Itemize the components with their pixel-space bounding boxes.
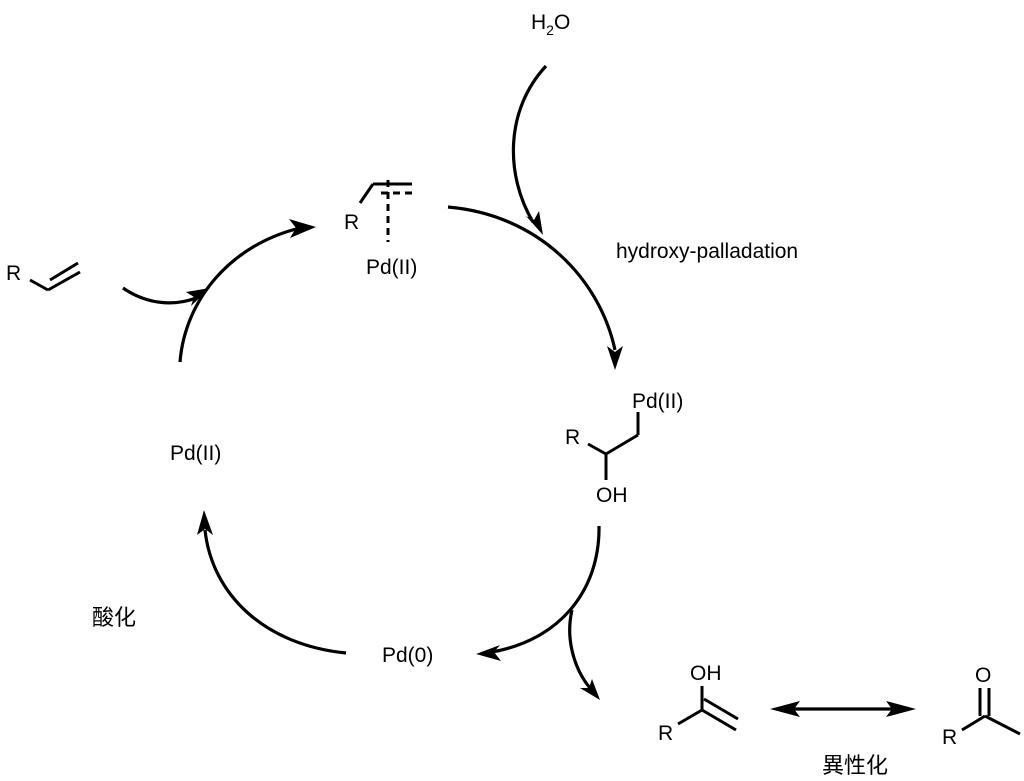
hydroxy-pd-oh-label: OH — [596, 484, 628, 507]
pi-complex-pd-label: Pd(II) — [366, 256, 417, 279]
alkene-r-bond — [29, 278, 49, 292]
enol-r-label: R — [658, 722, 673, 745]
water-label: H2O — [531, 11, 570, 38]
arrow-alkene-entry-head — [186, 288, 210, 306]
ketone-methyl-bond — [984, 714, 1021, 736]
arrow-water-entry — [511, 64, 548, 235]
water-subscript: 2 — [546, 22, 554, 38]
alkene-double-bond-2 — [49, 261, 79, 282]
arrow-coordination-head — [289, 219, 316, 238]
arrow-oxidation — [197, 510, 347, 655]
arrow-elimination-head — [476, 645, 501, 661]
arrow-coordination-path — [178, 226, 301, 363]
arrow-coordination — [178, 219, 316, 363]
isomerization-double-arrow — [770, 701, 916, 717]
pi-complex-structure: R Pd(II) — [344, 180, 417, 279]
svg-text:H2O: H2O — [531, 11, 570, 38]
arrow-oxidation-head — [197, 510, 213, 535]
pd0-label: Pd(0) — [382, 644, 433, 667]
hydroxy-pd-cc-bond — [605, 433, 639, 456]
water-h: H — [531, 11, 546, 34]
alkene-r-label: R — [6, 262, 21, 285]
arrow-elimination — [476, 525, 601, 661]
arrow-product-release-path — [568, 609, 592, 690]
isomerization-label: 異性化 — [822, 754, 888, 779]
arrow-alkene-entry-path — [122, 286, 197, 305]
alkene-double-bond-1 — [47, 270, 81, 292]
enol-r-bond — [677, 708, 703, 726]
enol-oh-label: OH — [690, 662, 722, 685]
arrow-elimination-path — [491, 525, 601, 654]
hydroxy-pd-r-label: R — [565, 426, 580, 449]
arrow-hydroxypalladation-head — [607, 346, 623, 370]
oxidation-label: 酸化 — [92, 606, 136, 631]
arrow-oxidation-path — [203, 529, 347, 655]
ketone-r-label: R — [942, 726, 957, 749]
pd2-label: Pd(II) — [170, 442, 221, 465]
hydroxypalladation-label: hydroxy-palladation — [616, 240, 798, 263]
water-o: O — [554, 11, 570, 34]
enol-structure: OH R — [658, 662, 739, 745]
arrow-water-entry-head — [526, 211, 543, 235]
pi-complex-r-bond — [358, 183, 375, 204]
enol-double-bond-1 — [701, 708, 737, 732]
hydroxy-pd-structure: Pd(II) R OH — [565, 390, 683, 507]
enol-double-bond-2 — [703, 697, 739, 721]
arrow-water-entry-path — [511, 64, 548, 223]
double-arrow-left-head — [770, 701, 800, 717]
pi-complex-r-label: R — [344, 211, 359, 234]
ketone-r-bond — [961, 714, 986, 732]
arrow-product-release — [568, 609, 600, 700]
hydroxy-pd-metal-label: Pd(II) — [632, 390, 683, 413]
hydroxy-pd-r-bond — [587, 442, 607, 456]
double-arrow-right-head — [886, 701, 916, 717]
ketone-o-label: O — [975, 664, 991, 687]
ketone-structure: O R — [942, 664, 1021, 749]
arrow-hydroxypalladation-path — [447, 205, 617, 351]
arrow-alkene-entry — [122, 286, 210, 306]
arrow-hydroxypalladation — [447, 205, 623, 370]
arrow-product-release-head — [580, 679, 600, 700]
alkene-structure: R — [6, 261, 81, 292]
